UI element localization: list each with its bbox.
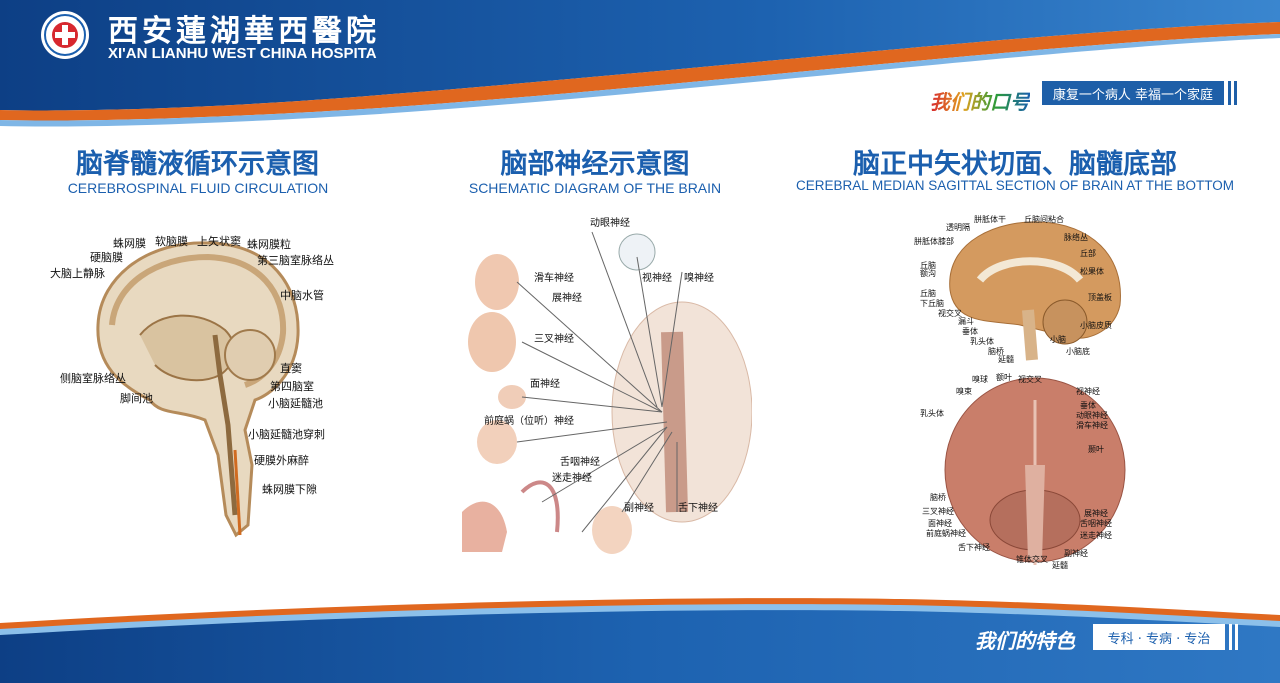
label-bottom-18: 舌下神经: [958, 543, 990, 552]
label-bottom-21: 延髓: [1052, 561, 1068, 570]
label-facial: 面神经: [530, 379, 560, 390]
label-top-7: 丘脑: [920, 261, 936, 270]
label-bottom-1: 嗅球: [972, 375, 988, 384]
label-bottom-11: 脑桥: [930, 493, 946, 502]
label-trigeminal: 三叉神经: [534, 334, 574, 345]
label-bottom-12: 展神经: [1084, 509, 1108, 518]
label-oculomotor: 动眼神经: [590, 218, 630, 229]
label-bottom-8: 动眼神经: [1076, 411, 1108, 420]
hospital-name-en: XI'AN LIANHU WEST CHINA HOSPITA: [108, 45, 377, 62]
label-bottom-5: 视神经: [1076, 387, 1100, 396]
label-top-4: 脉络丛: [1064, 233, 1088, 242]
label-superior-cerebral-vein: 大脑上静脉: [50, 267, 105, 280]
feature-heading: 我们的特色: [975, 629, 1075, 653]
slogan-text: 康复一个病人 幸福一个家庭: [1052, 87, 1214, 103]
label-cerebellomedullary-cistern: 小脑延髓池: [268, 397, 323, 410]
label-bottom-10: 颞叶: [1088, 445, 1104, 454]
label-cisternal-puncture: 小脑延髓池穿刺: [248, 428, 325, 441]
section3-subtitle: CEREBRAL MEDIAN SAGITTAL SECTION OF BRAI…: [795, 178, 1235, 193]
section1-title: 脑脊髓液循环示意图: [76, 149, 319, 180]
section2-subtitle: SCHEMATIC DIAGRAM OF THE BRAIN: [468, 180, 722, 196]
label-bottom-17: 前庭蜗神经: [926, 529, 966, 538]
label-top-16: 垂体: [962, 327, 978, 336]
label-trochlear: 滑车神经: [534, 273, 574, 284]
label-abducens: 展神经: [552, 293, 582, 304]
feature-text: 专科 · 专病 · 专治: [1107, 631, 1211, 647]
label-top-17: 乳头体: [970, 337, 994, 346]
section1-subtitle: CEREBROSPINAL FLUID CIRCULATION: [67, 180, 329, 196]
footer-banner: [0, 598, 1280, 683]
label-bottom-13: 三叉神经: [922, 507, 954, 516]
brain-base-illustration: [944, 377, 1126, 565]
label-arachnoid: 蛛网膜: [113, 237, 146, 250]
hospital-logo-icon: [41, 11, 89, 59]
section2-title: 脑部神经示意图: [500, 149, 690, 180]
brain-nerve-diagram: 动眼神经 滑车神经 视神经 嗅神经 展神经 三叉神经 面神经 前庭蜗（位听）神经…: [462, 212, 752, 557]
label-subarachnoid-space: 蛛网膜下隙: [262, 483, 317, 496]
label-top-10: 顶盖板: [1088, 293, 1112, 302]
label-bottom-19: 副神经: [1064, 549, 1088, 558]
slogan-box: 康复一个病人 幸福一个家庭: [1042, 81, 1224, 105]
label-dura-mater: 硬脑膜: [90, 251, 123, 264]
label-interpeduncular-cistern: 脚间池: [120, 392, 153, 405]
label-top-1: 胼胝体干: [974, 215, 1006, 224]
csf-diagram: 蛛网膜 软脑膜 上矢状窦 蛛网膜粒 硬脑膜 第三脑室脉络丛 大脑上静脉 中脑水管…: [40, 215, 360, 545]
label-top-19: 脑桥: [988, 347, 1004, 356]
label-top-15: 漏斗: [958, 317, 974, 326]
label-bottom-14: 舌咽神经: [1080, 519, 1112, 528]
label-third-ventricle-plexus: 第三脑室脉络丛: [257, 254, 334, 267]
label-top-20: 小脑底: [1066, 347, 1090, 356]
label-optic: 视神经: [642, 273, 672, 284]
label-olfactory: 嗅神经: [684, 273, 714, 284]
label-bottom-6: 垂体: [1080, 401, 1096, 410]
label-bottom-4: 嗅束: [956, 387, 972, 396]
hospital-logo: [40, 10, 90, 60]
sagittal-brain-illustration: [949, 221, 1121, 361]
label-bottom-15: 面神经: [928, 519, 952, 528]
label-top-21: 延髓: [998, 355, 1014, 364]
label-top-2: 丘脑间粘合: [1024, 215, 1064, 224]
label-glossopharyngeal: 舌咽神经: [560, 457, 600, 468]
label-pia-mater: 软脑膜: [155, 235, 188, 248]
label-top-3: 透明隔: [946, 223, 970, 232]
label-vagus: 迷走神经: [552, 473, 592, 484]
label-top-5: 胼胝体膝部: [914, 237, 954, 246]
label-bottom-7: 乳头体: [920, 409, 944, 418]
label-straight-sinus: 直窦: [280, 362, 302, 375]
feature-decor-bars: [1229, 624, 1238, 650]
section3-title: 脑正中矢状切面、脑髓底部: [853, 149, 1177, 180]
label-bottom-9: 滑车神经: [1076, 421, 1108, 430]
slogan-decor-bars: [1228, 81, 1237, 105]
label-top-12: 下丘脑: [920, 299, 944, 308]
label-accessory: 副神经: [624, 503, 654, 514]
label-top-13: 视交叉: [938, 309, 962, 318]
label-hypoglossal: 舌下神经: [678, 503, 718, 514]
label-epidural-anesthesia: 硬膜外麻醉: [254, 454, 309, 467]
csf-brain-illustration: [96, 241, 300, 538]
feature-box: 专科 · 专病 · 专治: [1093, 624, 1225, 650]
label-top-14: 小脑皮质: [1080, 321, 1112, 330]
label-bottom-16: 迷走神经: [1080, 531, 1112, 540]
label-top-6: 丘部: [1080, 249, 1096, 258]
label-bottom-20: 锥体交叉: [1016, 555, 1048, 564]
label-bottom-3: 视交叉: [1018, 375, 1042, 384]
label-fourth-ventricle: 第四脑室: [270, 380, 314, 393]
hospital-name-cn: 西安蓮湖華西醫院: [108, 14, 380, 49]
slogan-heading: 我们的口号: [930, 90, 1030, 114]
label-top-11: 丘脑: [920, 289, 936, 298]
label-top-18: 小脑: [1050, 335, 1066, 344]
brain-nerve-illustration: [462, 231, 752, 554]
label-arachnoid-granulation: 蛛网膜粒: [247, 238, 291, 251]
sagittal-section-diagram: 胼胝体干 丘脑间粘合 透明隔 脉络丛 胼胝体膝部 丘部 丘脑 松果体 额沟 顶盖…: [910, 210, 1150, 365]
label-top-8: 松果体: [1080, 267, 1104, 276]
label-top-9: 额沟: [920, 269, 936, 278]
label-superior-sagittal-sinus: 上矢状窦: [197, 235, 241, 248]
label-cerebral-aqueduct: 中脑水管: [280, 289, 324, 302]
label-bottom-2: 额叶: [996, 373, 1012, 382]
label-lateral-ventricle-plexus: 侧脑室脉络丛: [60, 372, 126, 385]
header-banner: [0, 0, 1280, 127]
brain-base-diagram: 嗅球 额叶 视交叉 嗅束 视神经 垂体 乳头体 动眼神经 滑车神经 颞叶 脑桥 …: [920, 370, 1150, 570]
label-vestibulocochlear: 前庭蜗（位听）神经: [484, 416, 574, 427]
